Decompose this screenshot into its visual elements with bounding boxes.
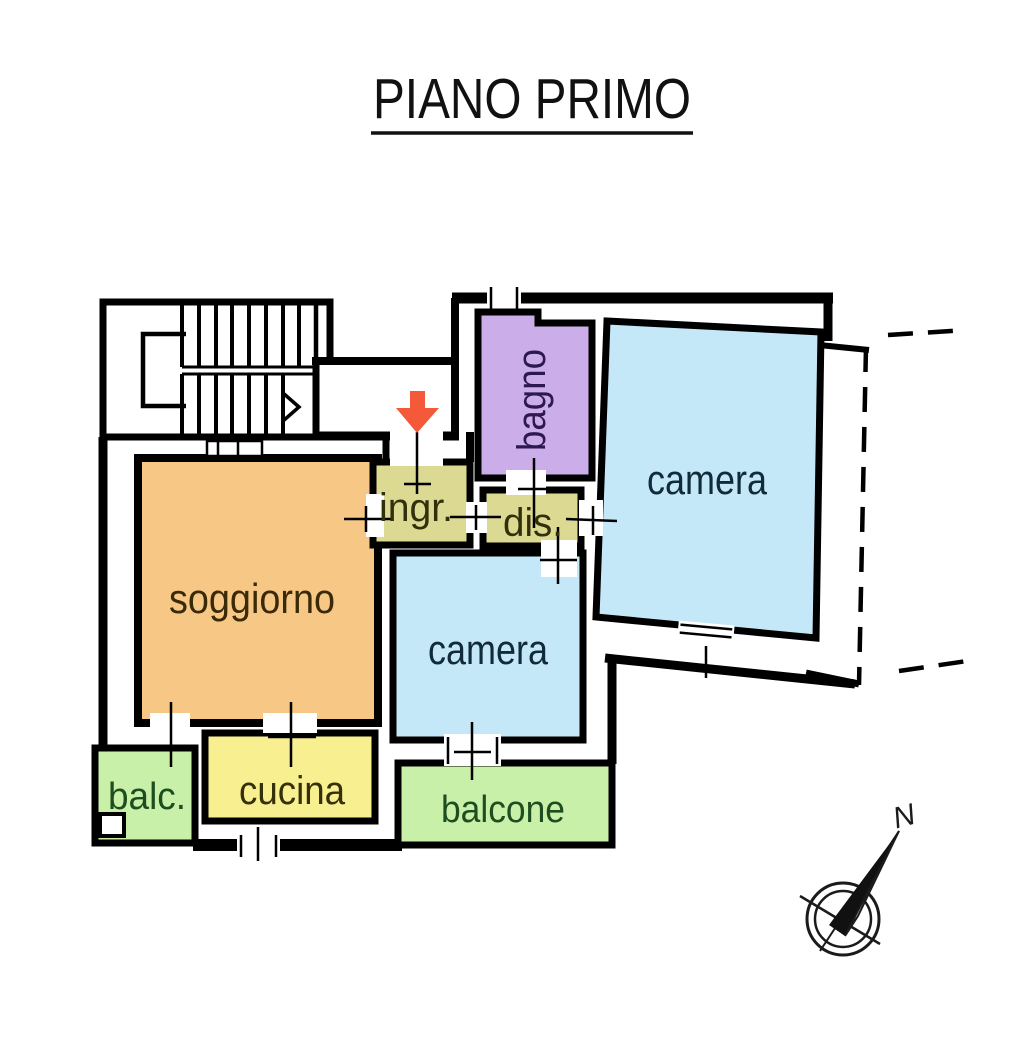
label-soggiorno: soggiorno [169, 575, 335, 622]
label-balc: balc. [108, 776, 186, 818]
room-bagno [474, 308, 596, 482]
window-cucina-lines [239, 827, 278, 861]
opening-disimpegno-camera-right [579, 500, 603, 536]
window-bagno-lines [489, 287, 519, 309]
page-title: PIANO PRIMO [373, 67, 691, 131]
window-stairwell-soggiorno [205, 439, 264, 458]
axis-soggiorno-cucina [268, 702, 316, 767]
stair-landing-lines [140, 331, 186, 409]
dashed-boundary-group [856, 327, 968, 686]
window-camera-right-lines [679, 623, 733, 639]
label-camera-center: camera [428, 626, 549, 673]
label-balcone: balcone [441, 789, 565, 831]
axis-soggiorno-ingresso [344, 506, 392, 532]
axis-disimpegno-camera-center [540, 527, 577, 584]
label-camera-right: camera [647, 456, 768, 503]
opening-bagno-disimpegno [506, 470, 546, 495]
label-disimpegno: dis. [503, 501, 563, 545]
axis-ingresso-disimpegno [450, 505, 501, 530]
room-balcone [394, 759, 616, 849]
entrance-arrow-icon [396, 391, 439, 433]
balc-corner-square [98, 812, 126, 838]
label-bagno: bagno [510, 349, 554, 451]
compass-needle-dark [829, 831, 899, 936]
axis-disimpegno-camera-right [565, 506, 618, 535]
dashed-vertical [856, 346, 869, 686]
stair-treads-lower [180, 374, 285, 434]
dashed-top [887, 327, 968, 338]
compass-outer-circle [805, 881, 881, 957]
window-bagno [487, 290, 521, 307]
entrance-arrow-stem [410, 391, 425, 410]
wall-outer-slanted [604, 653, 856, 689]
compass-needle-light [844, 830, 900, 937]
room-labels: soggiorno cucina balc. balcone camera ca… [108, 349, 768, 831]
compass-icon: N [799, 798, 919, 957]
window-stairwell-dividers [216, 441, 240, 456]
walls-group [98, 292, 870, 851]
stair-flight-separator [182, 365, 316, 376]
compass-inner-circle [813, 889, 873, 949]
room-soggiorno [134, 454, 382, 727]
opening-soggiorno-ingresso [366, 494, 384, 537]
axis-camera-balcone [454, 722, 491, 780]
room-camera-center [389, 549, 587, 744]
axis-bagno-disimpegno [518, 458, 551, 528]
entrance-arrow-head [396, 408, 439, 433]
wall-right-stub [818, 342, 870, 353]
label-cucina: cucina [239, 769, 346, 813]
window-camera-right [677, 620, 735, 642]
window-camera-balcone-lines [446, 737, 499, 764]
dashed-bottom [898, 658, 968, 674]
stair-direction-arrow-icon [281, 391, 302, 423]
door-axis-lines [169, 287, 708, 861]
label-ingresso: ingr. [379, 486, 453, 530]
axis-entrance [404, 432, 431, 494]
